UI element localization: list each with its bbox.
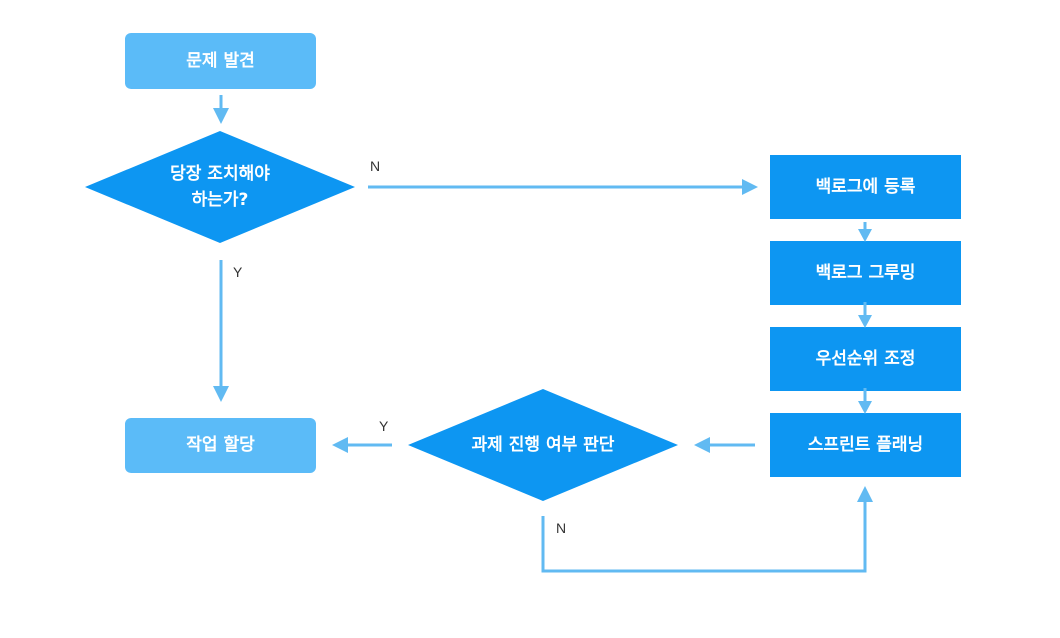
node-problem-found-label: 문제 발견 xyxy=(186,51,254,71)
node-prioritize xyxy=(770,327,961,391)
node-backlog-grooming xyxy=(770,241,961,305)
edge-label-immediate-no: N xyxy=(370,158,380,174)
arrowhead-grooming-to-prioritize xyxy=(858,315,872,328)
arrowhead-backlog-to-grooming xyxy=(858,229,872,242)
decision-immediate-action-label-line2: 하는가? xyxy=(192,190,249,210)
connector-proceed-to-sprint xyxy=(541,500,867,573)
decision-proceed xyxy=(408,389,678,501)
node-backlog-grooming-label: 백로그 그루밍 xyxy=(816,263,916,283)
node-assign-task-label: 작업 할당 xyxy=(186,435,255,455)
edge-label-immediate-yes: Y xyxy=(233,264,243,280)
node-sprint-planning xyxy=(770,413,961,477)
arrowhead-problem-to-decision xyxy=(213,108,229,124)
arrowhead-sprint-to-proceed xyxy=(694,437,710,453)
arrowhead-prioritize-to-sprint xyxy=(858,401,872,414)
arrowhead-decision-to-assign xyxy=(213,386,229,402)
edge-label-proceed-yes: Y xyxy=(379,418,389,434)
node-assign-task xyxy=(125,418,316,473)
decision-immediate-action-label-line1: 당장 조치해야 xyxy=(170,164,270,184)
node-register-backlog xyxy=(770,155,961,219)
decision-immediate-action xyxy=(85,131,355,243)
edge-label-proceed-no: N xyxy=(556,520,566,536)
arrowhead-proceed-to-sprint xyxy=(857,486,873,502)
node-sprint-planning-label: 스프린트 플래닝 xyxy=(808,435,923,455)
arrowhead-decision-to-backlog xyxy=(742,179,758,195)
node-prioritize-label: 우선순위 조정 xyxy=(816,349,916,369)
decision-proceed-label: 과제 진행 여부 판단 xyxy=(472,435,615,455)
arrowhead-proceed-to-assign xyxy=(332,437,348,453)
node-register-backlog-label: 백로그에 등록 xyxy=(816,177,916,197)
node-problem-found xyxy=(125,33,316,89)
